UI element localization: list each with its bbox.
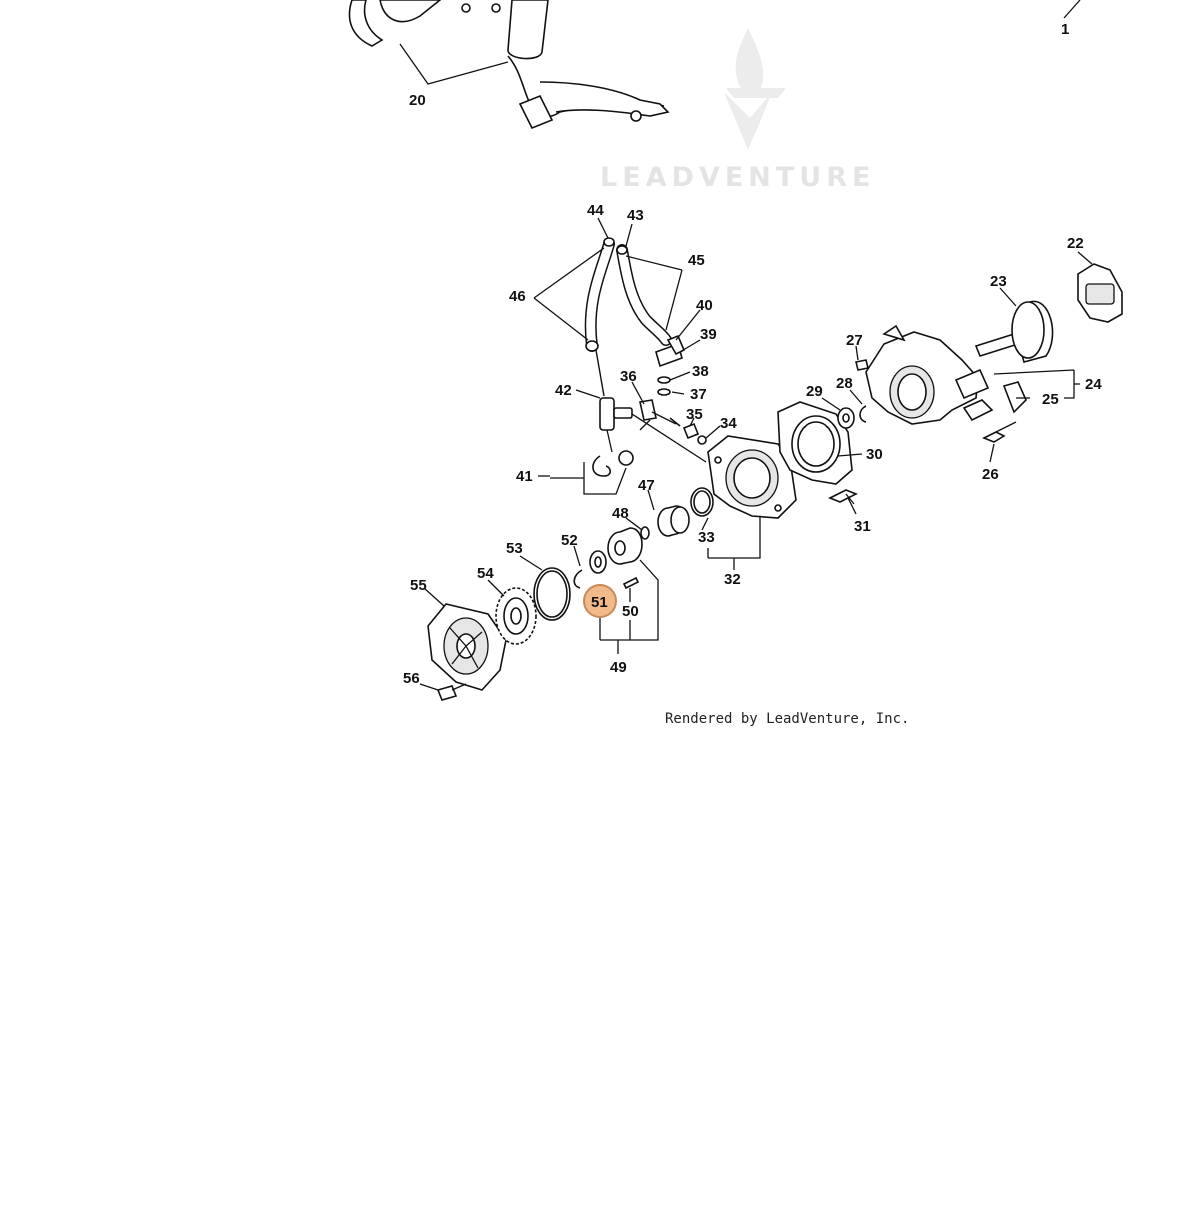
callout-40: 40	[696, 297, 713, 314]
gasket-30	[777, 401, 853, 485]
callout-46: 46	[509, 288, 526, 305]
callout-32: 32	[724, 571, 741, 588]
callout-22: 22	[1067, 235, 1084, 252]
callout-55: 55	[410, 577, 427, 594]
watermark-brand: LEADVENTURE	[600, 162, 875, 193]
callout-48: 48	[612, 505, 629, 522]
callout-labels: 1 20 22 23 24 25 26 27 28 29 30 31 32 33…	[403, 21, 1102, 687]
callout-51[interactable]: 51	[591, 594, 608, 611]
callout-1: 1	[1061, 21, 1069, 38]
callout-36: 36	[620, 368, 637, 385]
callout-39: 39	[700, 326, 717, 343]
leader-lines	[419, 217, 1093, 691]
callout-43: 43	[627, 207, 644, 224]
callout-34: 34	[720, 415, 737, 432]
gear-housing-32	[707, 435, 797, 519]
callout-20: 20	[409, 92, 426, 109]
callout-38: 38	[692, 363, 709, 380]
footer-credit: Rendered by LeadVenture, Inc.	[665, 711, 910, 727]
clutch-shoe-22	[1077, 263, 1123, 323]
callout-27: 27	[846, 332, 863, 349]
highlighted-callout-51[interactable]: 51	[583, 584, 617, 618]
callout-44: 44	[587, 202, 604, 219]
callout-56: 56	[403, 670, 420, 687]
callout-50: 50	[622, 603, 639, 620]
harness-strap-20	[348, 0, 670, 130]
callout-53: 53	[506, 540, 523, 557]
callout-45: 45	[688, 252, 705, 269]
callout-31: 31	[854, 518, 871, 535]
t-fitting-42	[599, 397, 707, 463]
callout-52: 52	[561, 532, 578, 549]
callout-42: 42	[555, 382, 572, 399]
highlight-badge[interactable]	[583, 584, 617, 618]
callout-49: 49	[610, 659, 627, 676]
crankcase-24	[865, 324, 994, 425]
callout-47: 47	[638, 477, 655, 494]
callout-41: 41	[516, 468, 533, 485]
clutch-drum-23	[974, 300, 1054, 363]
callout-54: 54	[477, 565, 494, 582]
callout-25: 25	[1042, 391, 1059, 408]
bushing-47	[657, 505, 690, 537]
leadventure-watermark: LEADVENTURE	[600, 28, 875, 193]
gear-54	[495, 587, 537, 645]
callout-26: 26	[982, 466, 999, 483]
callout-35: 35	[686, 406, 703, 423]
callout-37: 37	[690, 386, 707, 403]
callout-30: 30	[866, 446, 883, 463]
cover-55	[427, 603, 507, 691]
callout-29: 29	[806, 383, 823, 400]
fuel-hoses	[584, 237, 672, 397]
callout-24: 24	[1085, 376, 1102, 393]
callout-33: 33	[698, 529, 715, 546]
flame-logo-icon	[724, 28, 786, 150]
callout-28: 28	[836, 375, 853, 392]
callout-23: 23	[990, 273, 1007, 290]
bushing-49	[607, 527, 643, 565]
